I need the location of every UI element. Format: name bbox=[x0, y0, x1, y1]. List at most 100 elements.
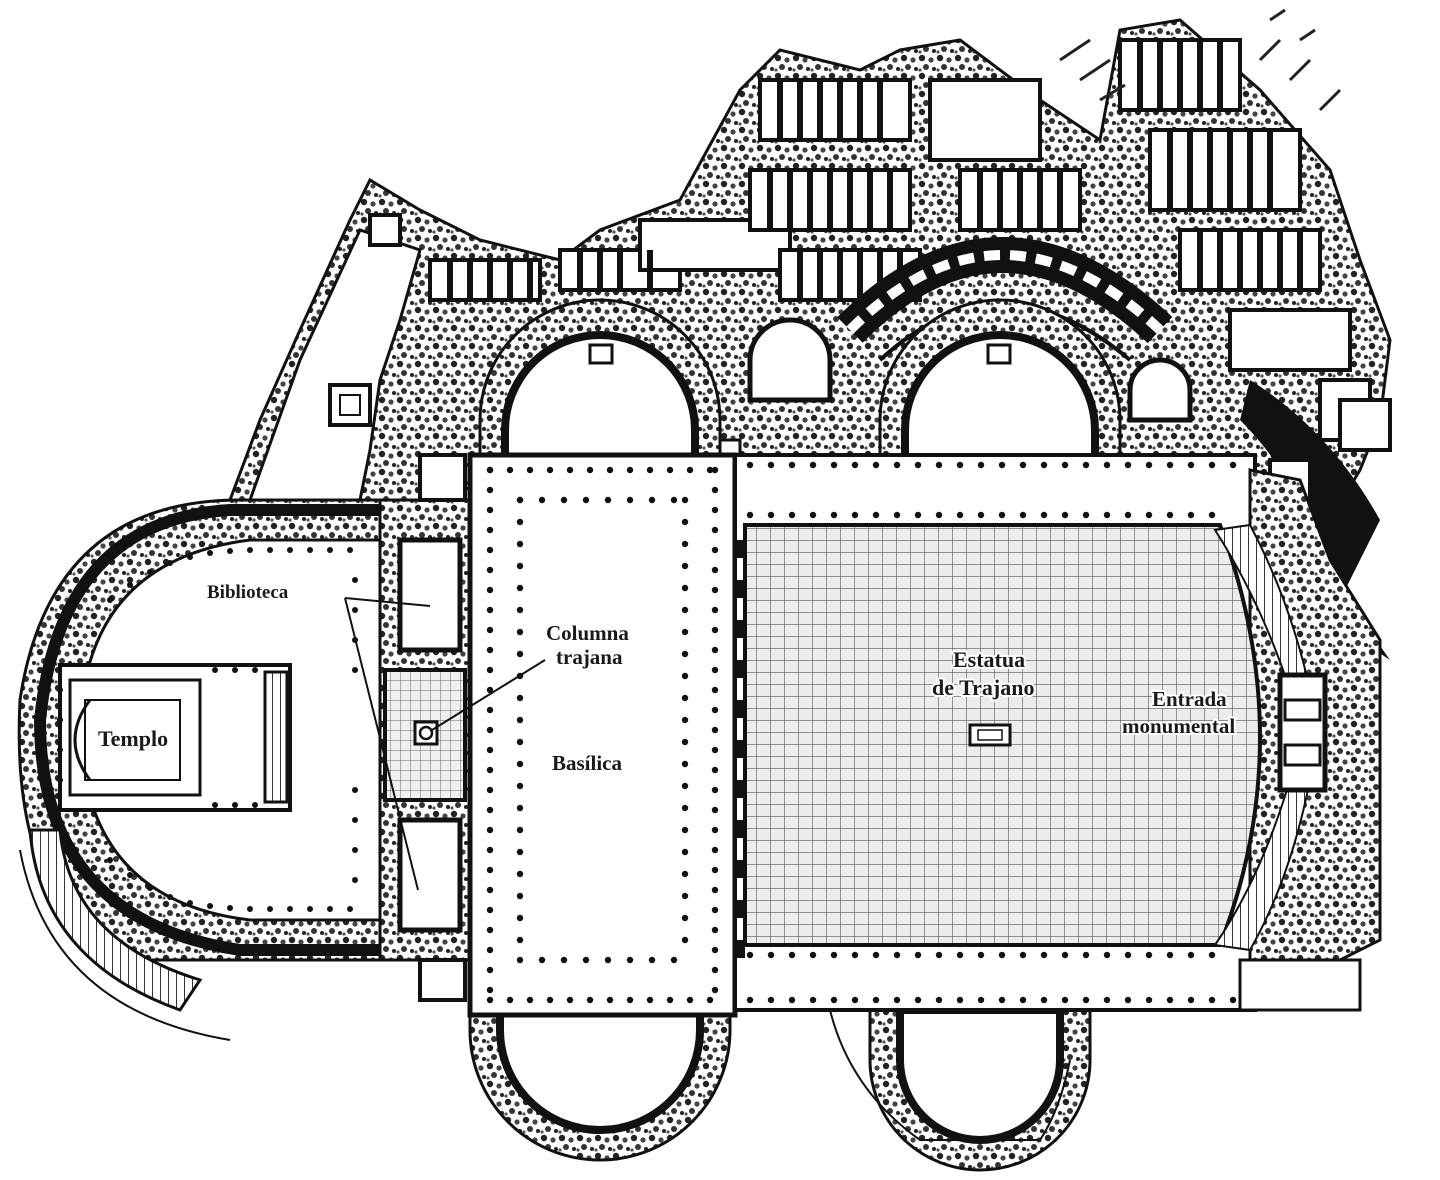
column-dot bbox=[711, 626, 719, 634]
north-exedra bbox=[901, 331, 1099, 464]
column-dot bbox=[670, 956, 678, 964]
column-dot bbox=[681, 650, 689, 658]
column-dot bbox=[516, 914, 524, 922]
column-dot bbox=[486, 946, 494, 954]
column-dot bbox=[830, 461, 838, 469]
column-dot bbox=[977, 461, 985, 469]
column-dot bbox=[711, 786, 719, 794]
column-dot bbox=[1187, 951, 1195, 959]
column-dot bbox=[606, 996, 614, 1004]
column-dot bbox=[1208, 461, 1216, 469]
column-dot bbox=[872, 461, 880, 469]
library-block bbox=[378, 453, 477, 1002]
column-dot bbox=[486, 826, 494, 834]
column-dot bbox=[1166, 511, 1174, 519]
column-dot bbox=[711, 906, 719, 914]
column-dot bbox=[486, 986, 494, 994]
column-dot bbox=[977, 951, 985, 959]
column-dot bbox=[516, 540, 524, 548]
label-biblioteca: Biblioteca bbox=[207, 582, 289, 603]
column-dot bbox=[711, 486, 719, 494]
column-dot bbox=[1208, 951, 1216, 959]
column-dot bbox=[1061, 951, 1069, 959]
pilaster bbox=[737, 940, 745, 958]
column-dot bbox=[538, 496, 546, 504]
column-dot bbox=[711, 666, 719, 674]
column-dot bbox=[681, 628, 689, 636]
column-dot bbox=[788, 461, 796, 469]
basilica-north-apse bbox=[501, 331, 699, 464]
column-dot bbox=[711, 646, 719, 654]
column-dot bbox=[711, 546, 719, 554]
trajans-column bbox=[418, 725, 434, 741]
column-dot bbox=[1082, 996, 1090, 1004]
column-dot bbox=[681, 848, 689, 856]
pilaster bbox=[737, 620, 745, 638]
column-dot bbox=[851, 511, 859, 519]
column-dot bbox=[486, 926, 494, 934]
column-dot bbox=[711, 746, 719, 754]
pilaster bbox=[737, 900, 745, 918]
column-dot bbox=[1229, 996, 1237, 1004]
column-dot bbox=[486, 526, 494, 534]
column-dot bbox=[560, 496, 568, 504]
pilaster bbox=[737, 820, 745, 838]
temple-precinct bbox=[17, 498, 422, 1041]
biblioteca-pointer-south bbox=[344, 597, 419, 891]
column-dot bbox=[711, 526, 719, 534]
column-dot bbox=[486, 686, 494, 694]
column-dot bbox=[935, 461, 943, 469]
column-dot bbox=[486, 546, 494, 554]
column-dot bbox=[711, 886, 719, 894]
column-dot bbox=[546, 996, 554, 1004]
column-dot bbox=[681, 496, 689, 504]
column-dot bbox=[681, 826, 689, 834]
column-dot bbox=[1061, 996, 1069, 1004]
pilaster bbox=[737, 700, 745, 718]
column-dot bbox=[486, 466, 494, 474]
label-estatua-line2: de Trajano bbox=[932, 675, 1034, 700]
column-dot bbox=[486, 666, 494, 674]
column-dot bbox=[1145, 951, 1153, 959]
column-dot bbox=[998, 461, 1006, 469]
column-dot bbox=[893, 511, 901, 519]
library-north bbox=[397, 537, 463, 653]
column-dot bbox=[681, 804, 689, 812]
column-dot bbox=[706, 996, 714, 1004]
ruin-hatching bbox=[1059, 8, 1342, 112]
column-dot bbox=[486, 966, 494, 974]
statue-base bbox=[968, 723, 1012, 747]
label-columna-line2: trajana bbox=[556, 645, 623, 669]
column-dot bbox=[646, 996, 654, 1004]
column-dot bbox=[977, 996, 985, 1004]
plan-labels: Biblioteca Columna trajana Templo Basíli… bbox=[96, 580, 1237, 777]
column-dot bbox=[681, 870, 689, 878]
column-dot bbox=[586, 466, 594, 474]
column-dot bbox=[516, 606, 524, 614]
arch-room-2 bbox=[1127, 357, 1193, 423]
column-dot bbox=[516, 518, 524, 526]
column-dot bbox=[516, 584, 524, 592]
column-dot bbox=[626, 996, 634, 1004]
column-dot bbox=[956, 951, 964, 959]
column-dot bbox=[935, 511, 943, 519]
column-dot bbox=[851, 996, 859, 1004]
pilaster bbox=[737, 540, 745, 558]
nw-room bbox=[368, 213, 402, 247]
column-dot bbox=[711, 466, 719, 474]
column-dot bbox=[998, 996, 1006, 1004]
column-dot bbox=[516, 892, 524, 900]
column-dot bbox=[1082, 461, 1090, 469]
column-dot bbox=[1019, 461, 1027, 469]
entrance-steps-south bbox=[1213, 779, 1312, 952]
column-dot bbox=[648, 496, 656, 504]
column-dot bbox=[646, 466, 654, 474]
column-dot bbox=[711, 726, 719, 734]
column-dot bbox=[998, 511, 1006, 519]
column-dot bbox=[1019, 951, 1027, 959]
column-dot bbox=[1061, 511, 1069, 519]
column-dot bbox=[560, 956, 568, 964]
column-dot bbox=[914, 996, 922, 1004]
column-dot bbox=[914, 951, 922, 959]
